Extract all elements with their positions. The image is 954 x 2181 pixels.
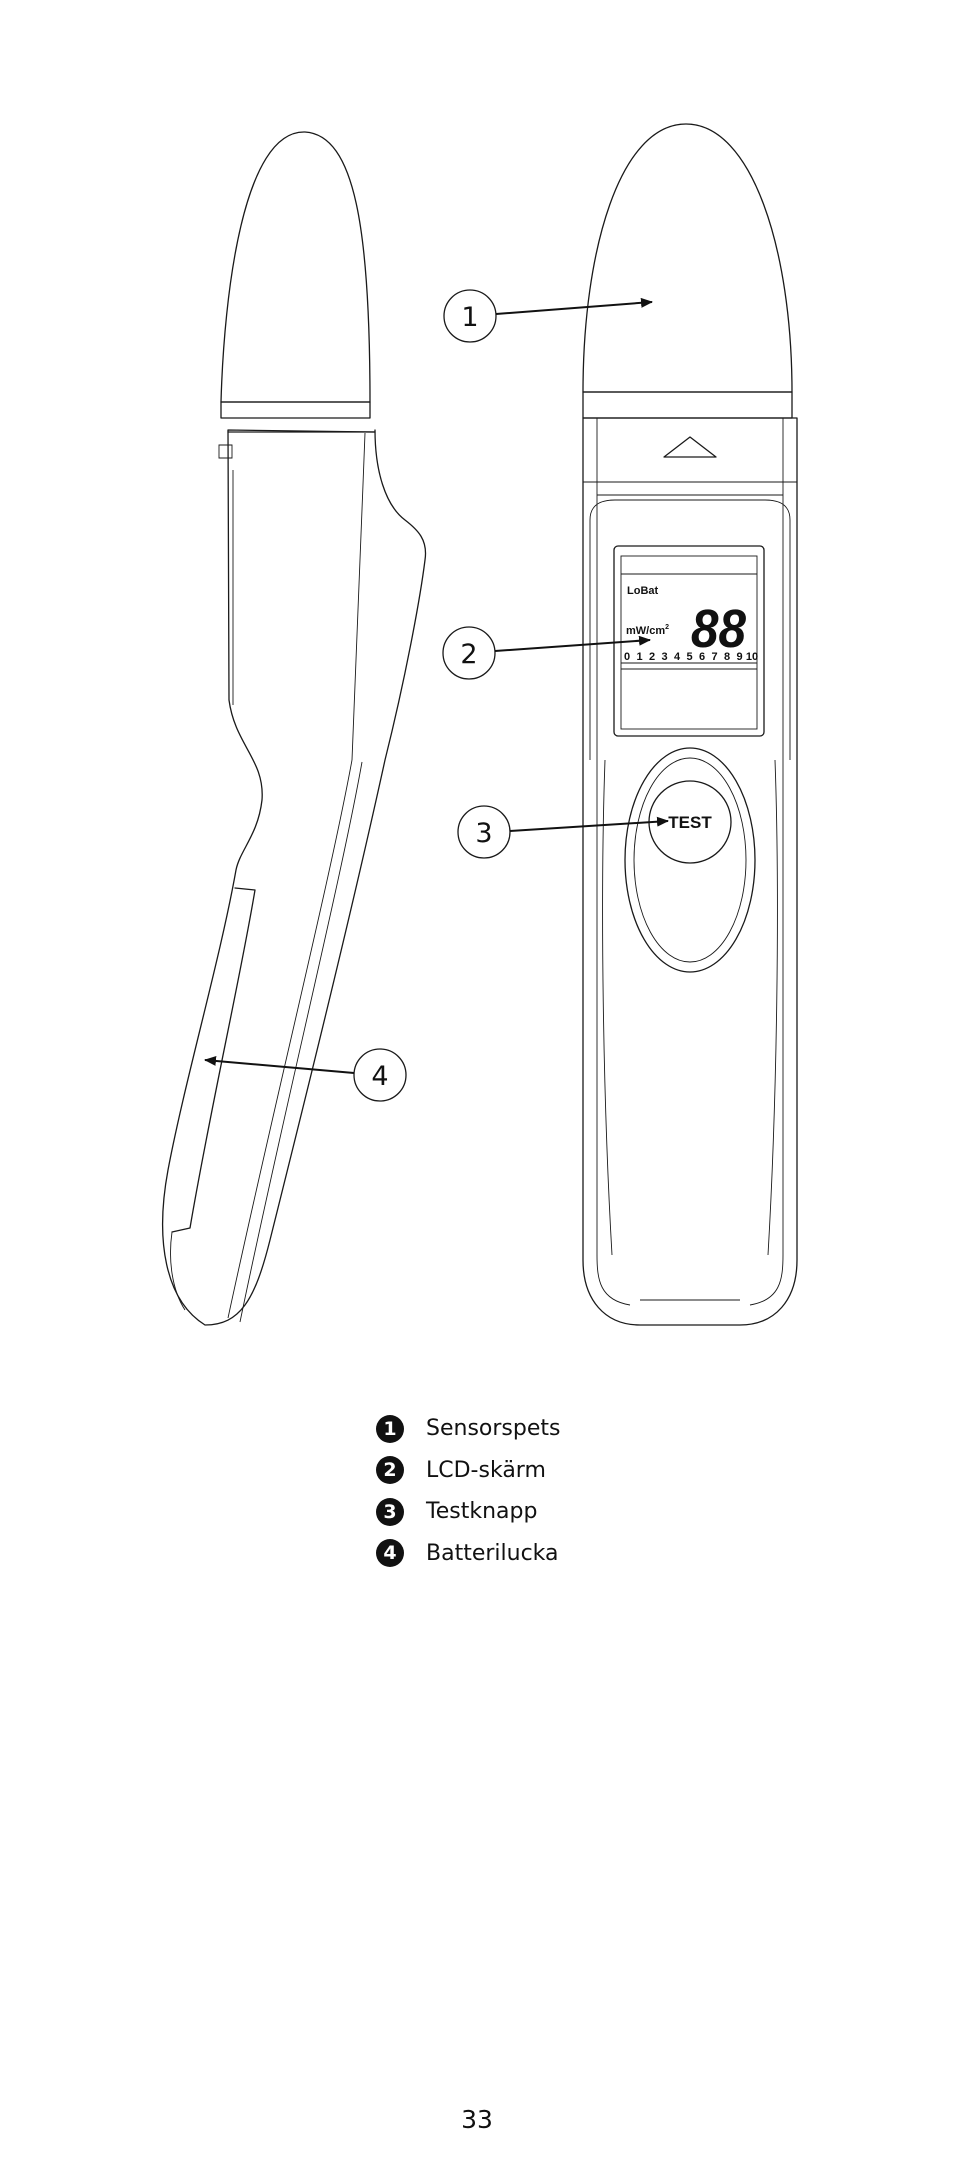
lcd-scale-tick-label: 9 bbox=[736, 651, 742, 663]
legend-number-badge: 4 bbox=[376, 1539, 404, 1568]
side-view bbox=[162, 131, 427, 1326]
lcd-lobat-indicator: LoBat bbox=[627, 585, 659, 597]
lcd-scale-tick-label: 0 bbox=[624, 651, 630, 663]
legend-item: 4 Batterilucka bbox=[376, 1533, 736, 1575]
legend-label: Sensorspets bbox=[426, 1416, 561, 1442]
callout-2: 2 bbox=[442, 626, 651, 680]
svg-text:4: 4 bbox=[371, 1061, 388, 1092]
legend-item: 2 LCD-skärm bbox=[376, 1450, 736, 1492]
legend-number-badge: 1 bbox=[376, 1414, 404, 1443]
svg-text:3: 3 bbox=[475, 818, 492, 849]
svg-text:2: 2 bbox=[460, 639, 477, 670]
legend: 1 Sensorspets 2 LCD-skärm 3 Testknapp 4 … bbox=[376, 1408, 736, 1574]
legend-number-badge: 2 bbox=[376, 1456, 404, 1485]
legend-label: Batterilucka bbox=[426, 1540, 559, 1566]
lcd-scale-tick-label: 2 bbox=[649, 651, 655, 663]
test-button-label: TEST bbox=[668, 813, 712, 832]
lcd-scale-tick-label: 6 bbox=[699, 651, 705, 663]
lcd-scale-tick-label: 4 bbox=[674, 651, 681, 663]
page-number: 33 bbox=[461, 2105, 493, 2134]
lcd-reading: 88 bbox=[691, 599, 746, 659]
lcd-scale-tick-label: 5 bbox=[686, 651, 692, 663]
lcd-scale-tick-label: 8 bbox=[724, 651, 730, 663]
legend-label: Testknapp bbox=[426, 1499, 538, 1525]
callout-3: 3 bbox=[457, 805, 669, 859]
callout-1: 1 bbox=[443, 289, 653, 343]
lcd-scale-tick-label: 10 bbox=[746, 651, 758, 663]
legend-number-badge: 3 bbox=[376, 1497, 404, 1526]
legend-item: 1 Sensorspets bbox=[376, 1408, 736, 1450]
lcd-scale-tick-label: 7 bbox=[711, 651, 717, 663]
svg-text:1: 1 bbox=[461, 302, 478, 333]
legend-item: 3 Testknapp bbox=[376, 1491, 736, 1533]
lcd-scale-tick-label: 3 bbox=[661, 651, 667, 663]
lcd-unit-label: mW/cm2 bbox=[626, 624, 669, 637]
legend-label: LCD-skärm bbox=[426, 1457, 546, 1483]
callout-4: 4 bbox=[204, 1048, 407, 1102]
lcd-scale-tick-label: 1 bbox=[636, 651, 642, 663]
